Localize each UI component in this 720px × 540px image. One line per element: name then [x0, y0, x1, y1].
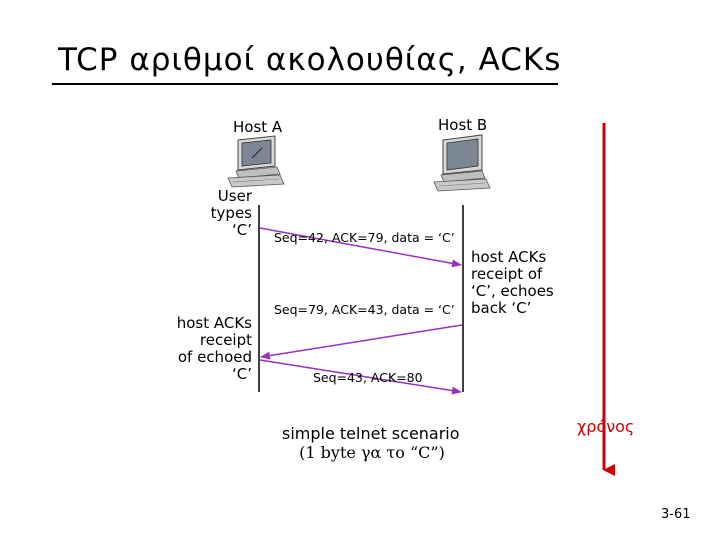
caption-scenario: simple telnet scenario: [282, 424, 460, 443]
note-line: User: [217, 187, 252, 205]
message-seq43-label: Seq=43, ACK=80: [313, 370, 423, 385]
note-line: host ACKs: [471, 248, 547, 266]
message-seq79-label: Seq=79, ACK=43, data = ‘C’: [274, 302, 455, 317]
note-host-b-acks: host ACKs receipt of ‘C’, echoes back ‘C…: [471, 249, 554, 317]
title-underline: [52, 83, 558, 85]
arrow-seq42: [259, 227, 462, 268]
note-line: ‘C’, echoes: [471, 282, 554, 300]
host-b-computer-icon: [433, 134, 491, 192]
arrow-seq79: [260, 324, 463, 360]
host-a-label: Host A: [233, 118, 283, 136]
caption-note: (1 byte γα το “C”): [299, 443, 445, 462]
note-line: receipt: [199, 331, 252, 349]
host-a-computer-icon: [227, 135, 285, 188]
note-line: host ACKs: [176, 314, 252, 332]
page-number: 3-61: [661, 507, 691, 522]
note-line: ‘C’: [231, 221, 252, 239]
note-line: receipt of: [471, 265, 543, 283]
note-line: of echoed: [177, 348, 252, 366]
note-user-types: User types ‘C’: [190, 188, 252, 239]
note-line: back ‘C’: [471, 299, 532, 317]
slide-title: TCP αριθμοί ακολουθίας, ACKs: [58, 42, 562, 78]
note-host-a-acks: host ACKs receipt of echoed ‘C’: [162, 315, 252, 383]
host-b-label: Host B: [438, 116, 488, 134]
arrow-seq43: [259, 359, 462, 395]
note-line: ‘C’: [231, 365, 252, 383]
time-label: χρόνος: [577, 417, 635, 436]
message-seq42-label: Seq=42, ACK=79, data = ‘C’: [274, 230, 455, 245]
note-line: types: [210, 204, 252, 222]
